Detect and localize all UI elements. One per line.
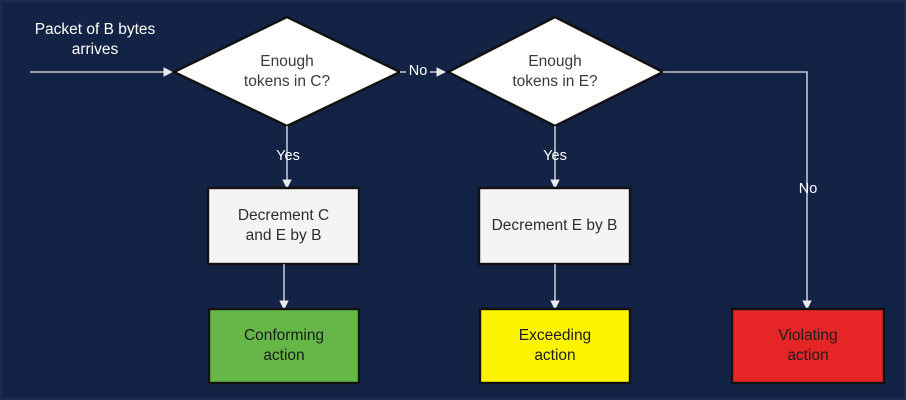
process-decrement-e[interactable] [479, 188, 630, 264]
decision-enough-tokens-e[interactable] [448, 17, 663, 126]
process-decrement-c-and-e-shape[interactable] [206, 186, 361, 266]
result-violating-action[interactable] [732, 309, 884, 383]
decision-enough-tokens-c[interactable] [174, 17, 400, 126]
process-decrement-c-and-e[interactable] [208, 188, 359, 264]
result-exceeding-action[interactable] [480, 309, 630, 383]
process-decrement-e-shape[interactable] [477, 186, 632, 266]
result-exceeding-action-shape[interactable] [478, 307, 632, 385]
result-conforming-action-shape[interactable] [207, 307, 361, 385]
result-violating-action-shape[interactable] [730, 307, 886, 385]
edge-e-no [663, 71, 812, 310]
result-conforming-action[interactable] [209, 309, 359, 383]
